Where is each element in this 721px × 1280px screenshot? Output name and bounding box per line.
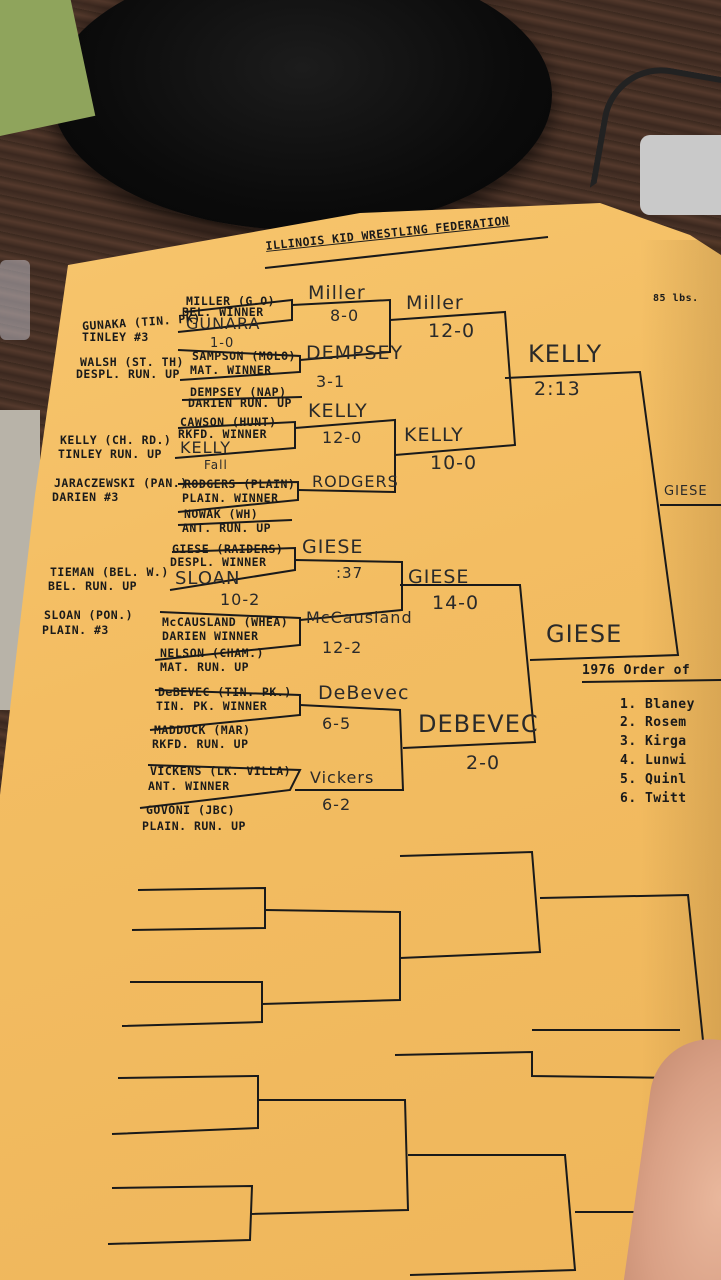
order-item: 5. Quinl xyxy=(620,772,687,787)
handwritten-winner: KELLY xyxy=(404,424,464,446)
entry-sub: TIN. PK. WINNER xyxy=(156,699,268,713)
handwritten-score: Fall xyxy=(204,458,228,472)
entry-name: NELSON (CHAM.) xyxy=(160,646,264,660)
handwritten-winner: GUNARA xyxy=(186,314,261,333)
device xyxy=(640,135,721,215)
entry-sub: DARIEN WINNER xyxy=(162,629,259,643)
handwritten-score: 10-0 xyxy=(430,452,478,474)
seed-name: TIEMAN (BEL. W.) xyxy=(50,565,169,579)
handwritten-score: 1-0 xyxy=(210,336,235,351)
handwritten-winner: DeBevec xyxy=(318,682,410,704)
entry-sub: ANT. WINNER xyxy=(148,779,230,793)
entry-sub: PLAIN. RUN. UP xyxy=(142,819,246,833)
entry-name: GIESE (RAIDERS) xyxy=(172,542,284,556)
handwritten-score: 6-5 xyxy=(322,714,352,733)
handwritten-winner: KELLY xyxy=(180,438,232,457)
handwritten-champion: GIESE xyxy=(664,484,708,499)
entry-name: MADDOCK (MAR) xyxy=(154,723,251,737)
seed-sub: TINLEY #3 xyxy=(82,330,149,344)
seed-sub: PLAIN. #3 xyxy=(42,623,109,637)
order-title: 1976 Order of xyxy=(582,663,691,678)
entry-name: GOVONI (JBC) xyxy=(146,803,236,817)
handwritten-winner: KELLY xyxy=(528,340,603,368)
order-item: 2. Rosem xyxy=(620,715,687,730)
order-item: 1. Blaney xyxy=(620,697,695,712)
entry-sub: BEL. WINNER xyxy=(182,305,264,319)
entry-name: VICKENS (LK. VILLA) xyxy=(150,764,292,778)
order-item: 6. Twitt xyxy=(620,791,687,806)
entry-sub: PLAIN. WINNER xyxy=(182,491,279,505)
handwritten-score: 3-1 xyxy=(316,372,346,391)
entry-sub: DESPL. WINNER xyxy=(170,555,267,569)
entry-name: SAMPSON (MOLO) xyxy=(192,349,296,363)
entry-name: DEMPSEY (NAP) xyxy=(190,385,287,399)
handwritten-winner: GIESE xyxy=(546,620,623,648)
entry-name: RODGERS (PLAIN) xyxy=(184,477,296,491)
handwritten-score: 12-0 xyxy=(322,428,363,447)
seed-name: KELLY (CH. RD.) xyxy=(60,433,172,447)
order-item: 4. Lunwi xyxy=(620,753,687,768)
entry-name: CAWSON (HUNT) xyxy=(180,415,277,429)
handwritten-score: 10-2 xyxy=(220,590,261,609)
entry-sub: RKFD. RUN. UP xyxy=(152,737,249,751)
handwritten-winner: McCausland xyxy=(306,608,413,627)
handwritten-score: 12-2 xyxy=(322,638,363,657)
seed-sub: DARIEN #3 xyxy=(52,490,119,504)
entry-name: DeBEVEC (TIN. PK.) xyxy=(158,685,292,699)
seed-sub: TINLEY RUN. UP xyxy=(58,447,162,461)
handwritten-winner: DEBEVEC xyxy=(418,710,539,738)
entry-sub: RKFD. WINNER xyxy=(178,427,268,441)
entry-name: McCAUSLAND (WHEA) xyxy=(162,615,289,629)
seed-sub: DESPL. RUN. UP xyxy=(76,367,180,381)
handwritten-winner: Vickers xyxy=(310,768,375,787)
entry-sub: ANT. RUN. UP xyxy=(182,521,272,535)
handwritten-score: 8-0 xyxy=(330,306,360,325)
handwritten-score: 12-0 xyxy=(428,320,476,342)
seed-name: SLOAN (PON.) xyxy=(44,608,134,622)
handwritten-score: 2-0 xyxy=(466,752,501,774)
weight-class: 85 lbs. xyxy=(653,293,699,304)
handwritten-winner: Miller xyxy=(308,282,366,304)
plastic-wrap xyxy=(0,260,30,340)
handwritten-winner: SLOAN xyxy=(175,568,241,589)
entry-name: NOWAK (WH) xyxy=(184,507,259,521)
handwritten-winner: GIESE xyxy=(408,566,470,588)
seed-sub: BEL. RUN. UP xyxy=(48,579,138,593)
seed-name: WALSH (ST. TH) xyxy=(80,355,184,369)
handwritten-score: 2:13 xyxy=(534,378,581,400)
handwritten-winner: KELLY xyxy=(308,400,368,422)
handwritten-winner: RODGERS xyxy=(312,472,399,491)
handwritten-winner: Miller xyxy=(406,292,464,314)
entry-sub: DARIEN RUN. UP xyxy=(188,396,292,410)
handwritten-winner: GIESE xyxy=(302,536,364,558)
handwritten-score: 6-2 xyxy=(322,795,352,814)
handwritten-score: :37 xyxy=(336,564,364,582)
seed-name: JARACZEWSKI (PAN.) xyxy=(54,476,188,490)
entry-sub: MAT. WINNER xyxy=(190,363,272,377)
lamp-base xyxy=(52,0,552,230)
entry-name: MILLER (G.O) xyxy=(186,294,276,308)
order-item: 3. Kirga xyxy=(620,734,687,749)
entry-sub: MAT. RUN. UP xyxy=(160,660,250,674)
handwritten-winner: DEMPSEY xyxy=(306,342,404,364)
handwritten-score: 14-0 xyxy=(432,592,480,614)
